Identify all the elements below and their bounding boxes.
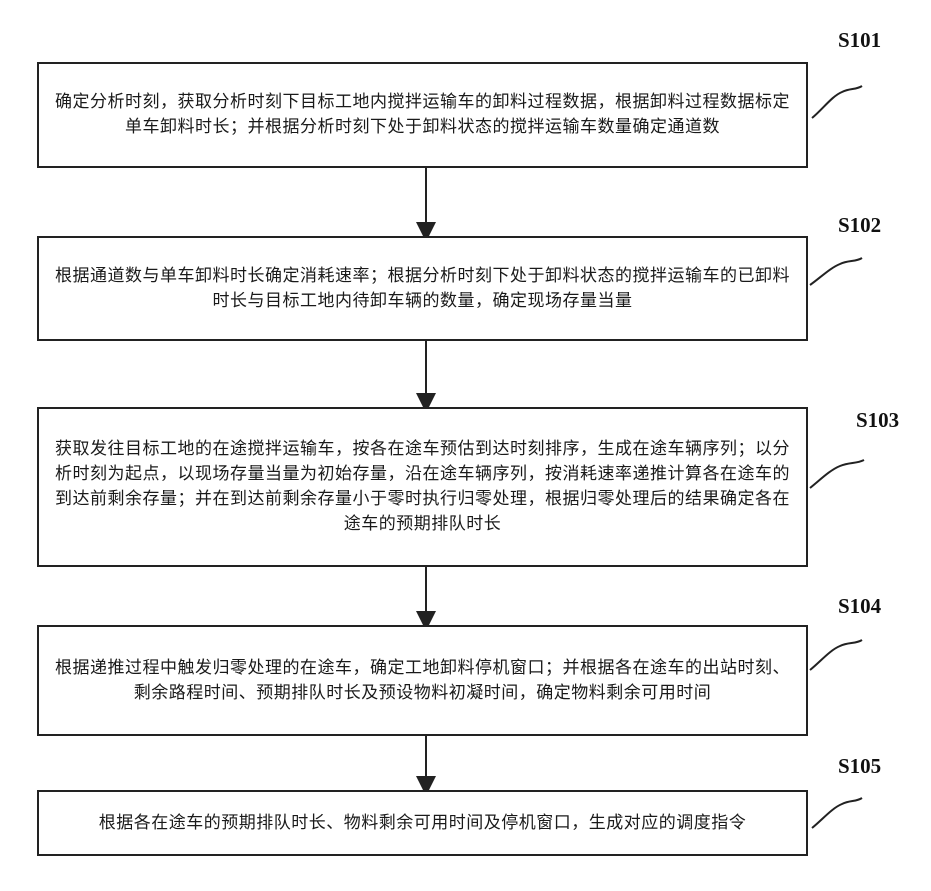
step-text-s101: 确定分析时刻，获取分析时刻下目标工地内搅拌运输车的卸料过程数据，根据卸料过程数据…	[51, 90, 794, 140]
step-text-s104: 根据递推过程中触发归零处理的在途车，确定工地卸料停机窗口；并根据各在途车的出站时…	[51, 656, 794, 706]
step-label-s102: S102	[838, 213, 881, 238]
leader-s104	[810, 640, 862, 670]
leader-s102	[810, 258, 862, 285]
step-text-s105: 根据各在途车的预期排队时长、物料剩余可用时间及停机窗口，生成对应的调度指令	[99, 811, 747, 836]
step-box-s104: 根据递推过程中触发归零处理的在途车，确定工地卸料停机窗口；并根据各在途车的出站时…	[37, 625, 808, 736]
step-box-s102: 根据通道数与单车卸料时长确定消耗速率；根据分析时刻下处于卸料状态的搅拌运输车的已…	[37, 236, 808, 341]
leader-s105	[812, 798, 862, 828]
leader-s103	[810, 460, 864, 488]
step-label-s103: S103	[856, 408, 899, 433]
leader-s101	[812, 86, 862, 118]
step-label-s105: S105	[838, 754, 881, 779]
step-text-s103: 获取发往目标工地的在途搅拌运输车，按各在途车预估到达时刻排序，生成在途车辆序列；…	[51, 437, 794, 537]
step-box-s101: 确定分析时刻，获取分析时刻下目标工地内搅拌运输车的卸料过程数据，根据卸料过程数据…	[37, 62, 808, 168]
step-box-s103: 获取发往目标工地的在途搅拌运输车，按各在途车预估到达时刻排序，生成在途车辆序列；…	[37, 407, 808, 567]
step-text-s102: 根据通道数与单车卸料时长确定消耗速率；根据分析时刻下处于卸料状态的搅拌运输车的已…	[51, 264, 794, 314]
step-label-s101: S101	[838, 28, 881, 53]
step-box-s105: 根据各在途车的预期排队时长、物料剩余可用时间及停机窗口，生成对应的调度指令	[37, 790, 808, 856]
step-label-s104: S104	[838, 594, 881, 619]
